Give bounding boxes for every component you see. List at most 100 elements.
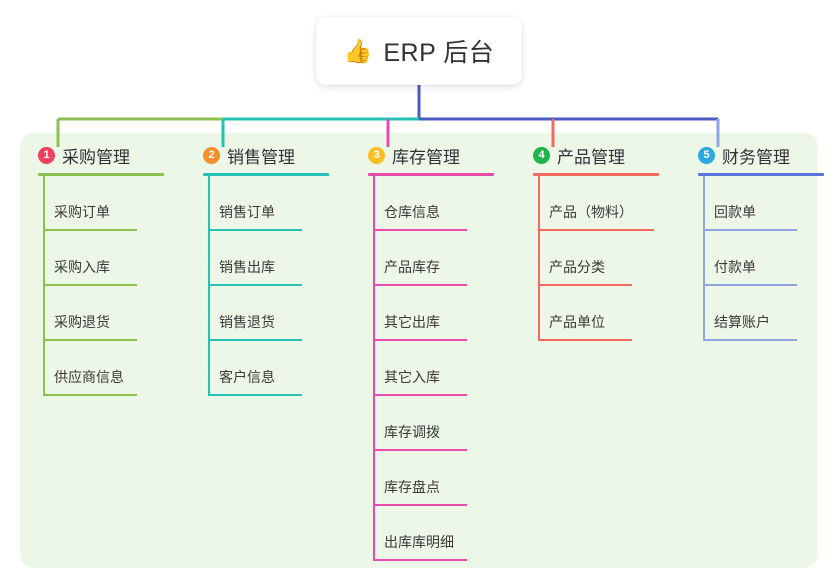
leaf-underline <box>703 339 797 341</box>
leaf-item[interactable]: 库存调拨 <box>350 396 515 451</box>
column-number-badge: 5 <box>698 147 715 164</box>
leaf-item[interactable]: 付款单 <box>680 231 839 286</box>
leaf-item[interactable]: 产品库存 <box>350 231 515 286</box>
column-items: 销售订单销售出库销售退货客户信息 <box>185 176 350 396</box>
leaf-item-label: 客户信息 <box>219 369 275 385</box>
leaf-underline <box>373 394 467 396</box>
leaf-connector-stem <box>208 341 210 396</box>
leaf-item[interactable]: 出库库明细 <box>350 506 515 561</box>
leaf-item[interactable]: 仓库信息 <box>350 176 515 231</box>
column-title: 销售管理 <box>227 148 295 167</box>
leaf-connector-stem <box>43 341 45 396</box>
leaf-connector-stem <box>703 176 705 231</box>
leaf-underline <box>208 229 302 231</box>
column-items: 回款单付款单结算账户 <box>680 176 839 341</box>
leaf-underline <box>43 229 137 231</box>
column-header-1[interactable]: 1 采购管理 <box>20 133 185 176</box>
diagram-panel-background <box>20 133 818 568</box>
column-title: 采购管理 <box>62 148 130 167</box>
leaf-connector-stem <box>43 176 45 231</box>
leaf-item[interactable]: 产品单位 <box>515 286 680 341</box>
column-number-badge: 4 <box>533 147 550 164</box>
leaf-item-label: 库存调拨 <box>384 424 440 440</box>
leaf-item-label: 出库库明细 <box>384 534 454 550</box>
leaf-item[interactable]: 销售退货 <box>185 286 350 341</box>
leaf-underline <box>538 229 654 231</box>
leaf-underline <box>208 284 302 286</box>
leaf-item-label: 产品（物料） <box>549 204 633 220</box>
leaf-connector-stem <box>373 341 375 396</box>
leaf-item-label: 回款单 <box>714 204 756 220</box>
column-underline <box>533 173 659 176</box>
leaf-item-label: 付款单 <box>714 259 756 275</box>
leaf-item[interactable]: 销售出库 <box>185 231 350 286</box>
column-underline <box>698 173 824 176</box>
leaf-connector-stem <box>208 176 210 231</box>
leaf-item[interactable]: 销售订单 <box>185 176 350 231</box>
leaf-connector-stem <box>208 231 210 286</box>
column-number-badge: 2 <box>203 147 220 164</box>
leaf-underline <box>43 394 137 396</box>
leaf-connector-stem <box>703 231 705 286</box>
leaf-underline <box>373 229 467 231</box>
leaf-item[interactable]: 结算账户 <box>680 286 839 341</box>
column-header-2[interactable]: 2 销售管理 <box>185 133 350 176</box>
leaf-underline <box>538 284 632 286</box>
leaf-connector-stem <box>538 286 540 341</box>
leaf-item-label: 其它入库 <box>384 369 440 385</box>
leaf-connector-stem <box>538 176 540 231</box>
column-number-badge: 3 <box>368 147 385 164</box>
column-items: 仓库信息产品库存其它出库其它入库库存调拨库存盘点出库库明细 <box>350 176 515 561</box>
leaf-item-label: 仓库信息 <box>384 204 440 220</box>
column-items: 采购订单采购入库采购退货供应商信息 <box>20 176 185 396</box>
leaf-item[interactable]: 客户信息 <box>185 341 350 396</box>
leaf-item[interactable]: 其它出库 <box>350 286 515 341</box>
column-container: 1 采购管理采购订单采购入库采购退货供应商信息 2 销售管理销售订单销售出库销售退货客… <box>20 133 824 568</box>
root-node-content: 👍 ERP 后台 <box>344 33 495 69</box>
leaf-underline <box>208 394 302 396</box>
leaf-connector-stem <box>43 286 45 341</box>
leaf-item[interactable]: 采购订单 <box>20 176 185 231</box>
root-node-card[interactable]: 👍 ERP 后台 <box>316 17 522 85</box>
leaf-item[interactable]: 回款单 <box>680 176 839 231</box>
leaf-item[interactable]: 供应商信息 <box>20 341 185 396</box>
leaf-underline <box>373 339 467 341</box>
leaf-underline <box>373 449 467 451</box>
leaf-item[interactable]: 产品（物料） <box>515 176 680 231</box>
leaf-item[interactable]: 采购入库 <box>20 231 185 286</box>
column-number-badge: 1 <box>38 147 55 164</box>
leaf-connector-stem <box>373 396 375 451</box>
leaf-item-label: 销售订单 <box>219 204 275 220</box>
leaf-item-label: 其它出库 <box>384 314 440 330</box>
root-node-title: ERP 后台 <box>383 39 495 67</box>
leaf-underline <box>703 229 797 231</box>
leaf-item-label: 产品分类 <box>549 259 605 275</box>
leaf-underline <box>43 339 137 341</box>
leaf-underline <box>43 284 137 286</box>
leaf-item-label: 产品库存 <box>384 259 440 275</box>
leaf-connector-stem <box>703 286 705 341</box>
leaf-item-label: 销售出库 <box>219 259 275 275</box>
column-underline <box>203 173 329 176</box>
leaf-item-label: 销售退货 <box>219 314 275 330</box>
column-items: 产品（物料） 产品分类产品单位 <box>515 176 680 341</box>
leaf-item[interactable]: 产品分类 <box>515 231 680 286</box>
column-1: 1 采购管理采购订单采购入库采购退货供应商信息 <box>20 133 185 396</box>
leaf-item[interactable]: 库存盘点 <box>350 451 515 506</box>
leaf-item[interactable]: 采购退货 <box>20 286 185 341</box>
column-header-row: 2 销售管理 <box>185 143 350 168</box>
column-underline <box>38 173 164 176</box>
leaf-item-label: 供应商信息 <box>54 369 124 385</box>
leaf-item-label: 产品单位 <box>549 314 605 330</box>
leaf-connector-stem <box>373 286 375 341</box>
leaf-item[interactable]: 其它入库 <box>350 341 515 396</box>
